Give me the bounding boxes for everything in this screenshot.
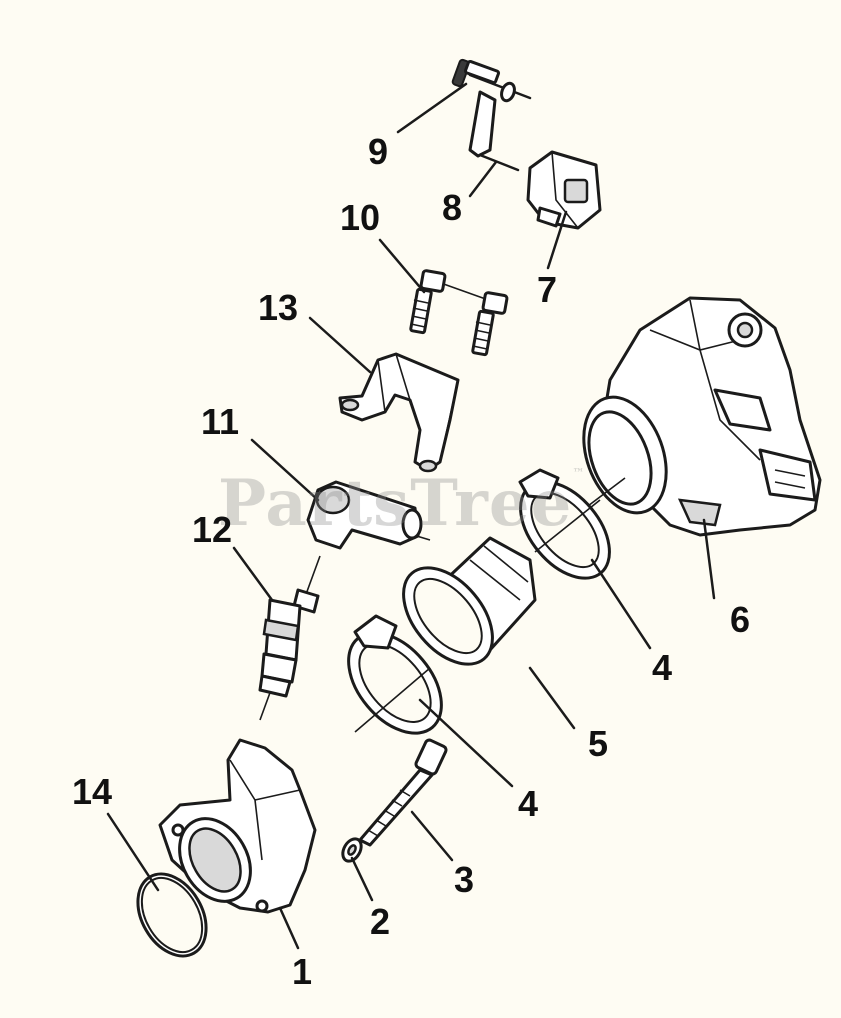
callout-13: 13 (257, 287, 299, 328)
callout-9: 9 (367, 131, 389, 172)
part-7-sensor[interactable] (526, 150, 602, 230)
part-5-intake-boot[interactable] (386, 536, 537, 681)
part-10-bolts[interactable] (409, 269, 509, 357)
callout-2: 2 (369, 901, 391, 942)
callout-7: 7 (536, 269, 558, 310)
part-8-bracket[interactable] (468, 90, 520, 172)
callout-4-lower: 4 (517, 783, 539, 824)
part-11-fuel-fitting[interactable] (306, 480, 431, 550)
callout-11: 11 (200, 401, 240, 442)
callout-6: 6 (729, 599, 751, 640)
part-6-throttle-body[interactable] (569, 296, 822, 537)
callout-10: 10 (339, 197, 381, 238)
callout-3: 3 (453, 859, 475, 900)
leader-lines (106, 82, 716, 950)
callout-1: 1 (291, 951, 313, 992)
part-13-fuel-rail-bracket[interactable] (338, 352, 460, 473)
part-9-screw[interactable] (451, 58, 532, 103)
part-12-fuel-injector[interactable] (258, 555, 321, 721)
callout-4-upper: 4 (651, 647, 673, 688)
callout-8: 8 (441, 187, 463, 228)
part-2-washer[interactable] (339, 836, 365, 865)
part-3-bolt[interactable] (358, 738, 448, 847)
callout-14: 14 (71, 771, 113, 812)
watermark: PartsTree™ (218, 466, 586, 541)
part-1-intake-manifold[interactable] (158, 738, 317, 914)
callout-5: 5 (587, 723, 609, 764)
part-4-lower-clamp[interactable] (330, 614, 460, 750)
callout-12: 12 (191, 509, 233, 550)
